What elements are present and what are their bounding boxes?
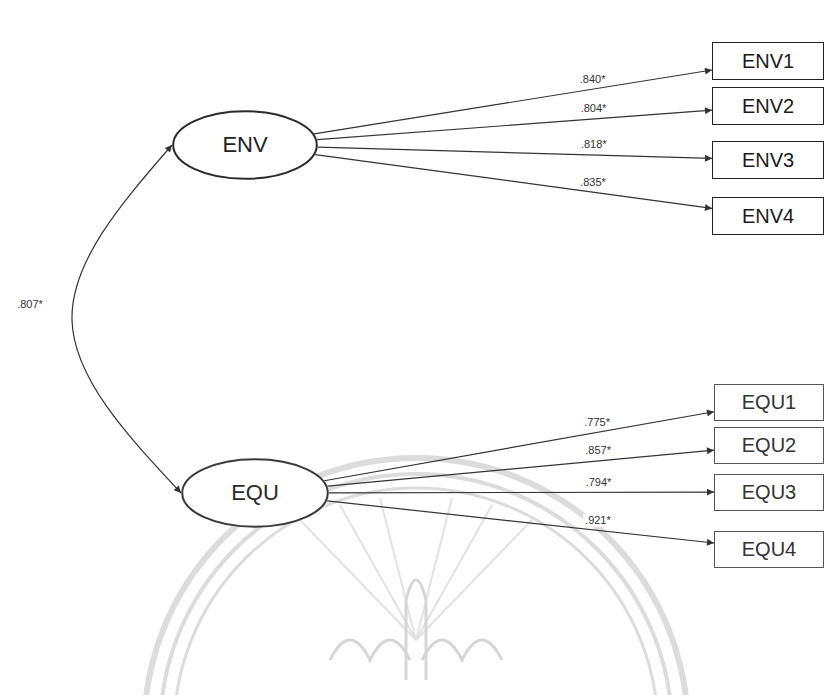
observed-variable: ENV1 [712, 42, 824, 80]
node-text-group: ENV4 [742, 205, 794, 228]
watermark-emblem [330, 580, 502, 680]
variable-name: ENV4 [742, 205, 794, 228]
observed-variable: ENV4 [712, 197, 824, 235]
node-text-group: EQU1 [742, 391, 796, 414]
factor-loading: .775* [582, 416, 612, 429]
node-text-group: EQU [231, 480, 279, 505]
node-text-group: ENV2 [742, 95, 794, 118]
correlation-arrow [72, 145, 181, 493]
correlation-coefficient: .807* [15, 298, 45, 311]
factor-loading: .921* [583, 514, 613, 527]
factor-loading: .804* [579, 102, 609, 115]
watermark-arcs [144, 458, 688, 695]
factor-loading: .857* [583, 444, 613, 457]
node-text-group: EQU3 [742, 481, 796, 504]
variable-name: EQU4 [742, 538, 796, 561]
observed-variable: EQU2 [714, 427, 824, 464]
factor-loading: .840* [578, 73, 608, 86]
variable-name: ENV3 [742, 149, 794, 172]
loading-arrow [318, 147, 712, 158]
latent-variable: ENV [172, 110, 318, 180]
variable-name: EQU2 [742, 434, 796, 457]
factor-loading: .818* [579, 138, 609, 151]
watermark-ray [416, 498, 452, 640]
observed-variable: ENV2 [712, 87, 824, 125]
watermark-ornament [422, 640, 502, 660]
node-text-group: EQU2 [742, 434, 796, 457]
observed-variable: EQU3 [714, 474, 824, 511]
node-text-group: ENV [222, 132, 267, 157]
watermark-ornament [330, 640, 410, 660]
loading-arrow [324, 412, 714, 481]
latent-variable: EQU [181, 458, 329, 528]
variable-name: EQU1 [742, 391, 796, 414]
node-text-group: EQU4 [742, 538, 796, 561]
loading-arrow [328, 450, 714, 486]
node-text-group: ENV3 [742, 149, 794, 172]
watermark-tower [406, 580, 426, 680]
observed-variable: EQU4 [714, 531, 824, 568]
ellipse-shape [182, 459, 328, 527]
variable-name: ENV [222, 132, 267, 157]
observed-variable: ENV3 [712, 141, 824, 179]
factor-loading: .835* [578, 176, 608, 189]
ellipse-shape [173, 111, 317, 179]
loading-arrow [329, 492, 714, 494]
variable-name: EQU3 [742, 481, 796, 504]
variable-name: EQU [231, 480, 279, 505]
watermark-ray [416, 520, 532, 640]
loading-arrow [315, 155, 712, 209]
watermark-arc [144, 458, 688, 695]
watermark-ray [380, 498, 416, 640]
node-text-group: ENV1 [742, 50, 794, 73]
factor-loading: .794* [584, 476, 614, 489]
variable-name: ENV1 [742, 50, 794, 73]
observed-variable: EQU1 [714, 384, 824, 421]
loading-arrow [314, 70, 712, 134]
loading-arrow [327, 501, 714, 543]
variable-name: ENV2 [742, 95, 794, 118]
loading-arrow [317, 110, 712, 139]
